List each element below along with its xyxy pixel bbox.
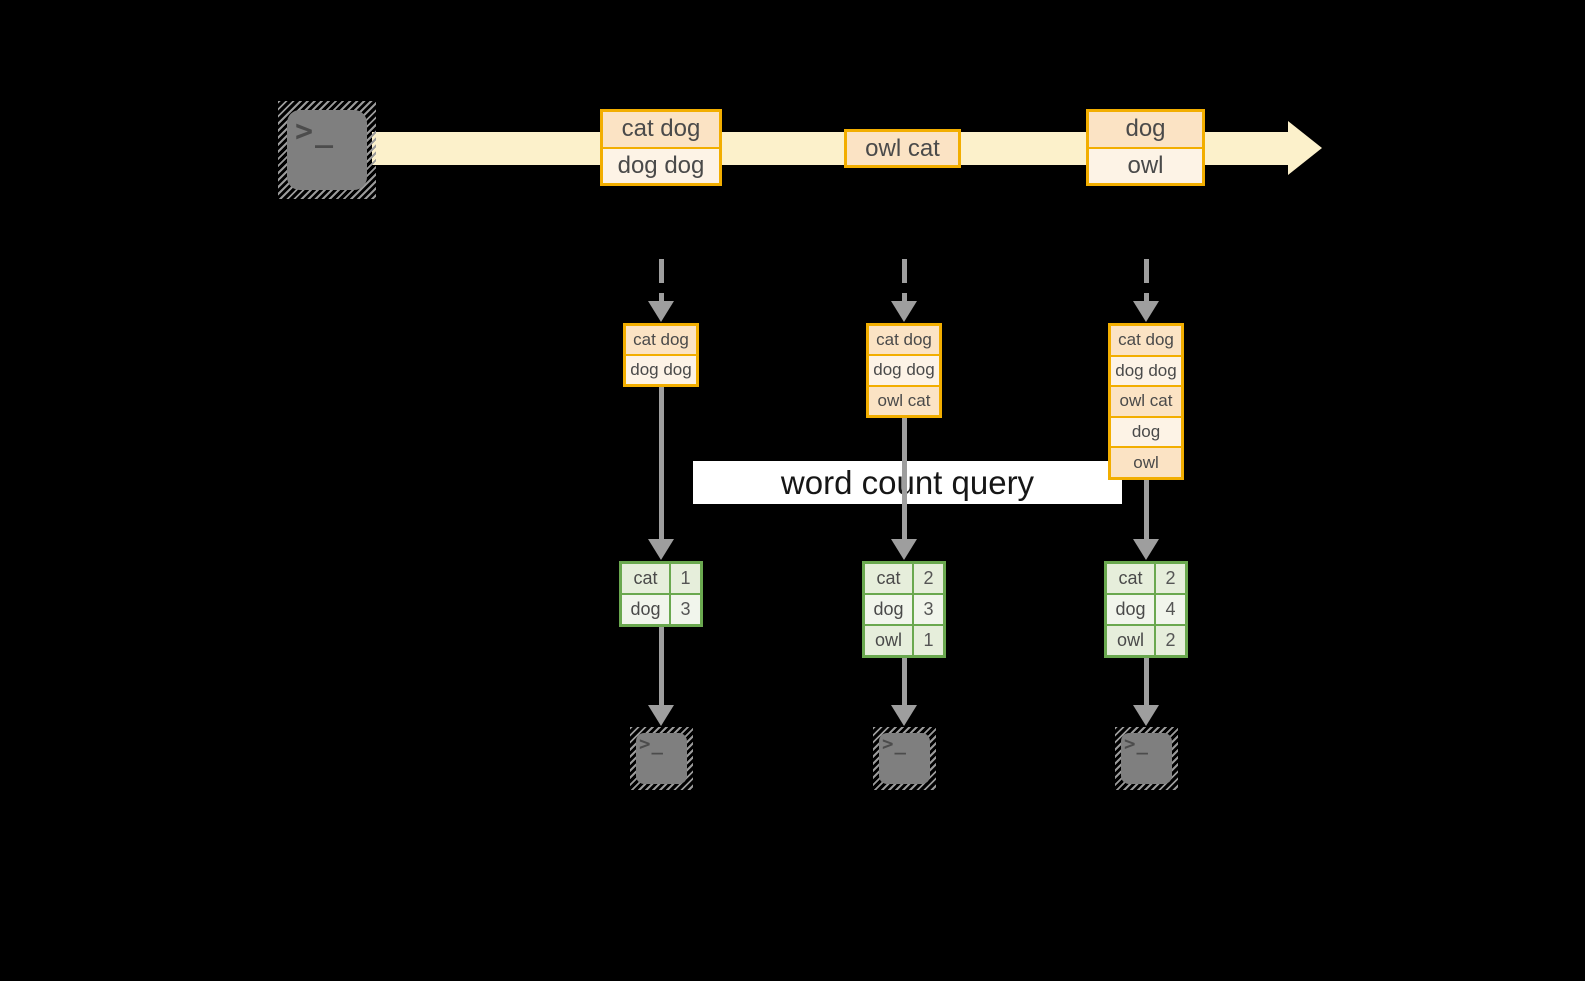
batch-line: cat dog [603,112,719,147]
solid-line [1143,480,1149,539]
terminal-prompt-glyph: >_ [639,733,664,755]
table-row: dog 3 [865,595,943,624]
arrowhead-icon [648,539,674,560]
count-value-cell: 1 [914,626,943,655]
count-word-cell: dog [865,595,912,624]
count-value-cell: 2 [1156,564,1185,593]
batch-line: dog dog [603,148,719,183]
sink-arrow-3-icon [1133,658,1159,726]
dashed-line [1143,259,1149,301]
table-row: cat 1 [622,564,700,593]
trigger-arrow-2-icon [891,259,917,322]
batch-line: dog [1089,112,1202,147]
count-value-cell: 3 [914,595,943,624]
query-label: word count query [780,463,1035,501]
table-row: owl 2 [1107,626,1185,655]
terminal-source-icon: >_ [278,101,376,199]
state-line: dog dog [626,356,696,384]
count-word-cell: owl [1107,626,1154,655]
state-line: owl cat [1111,387,1181,416]
state-line: owl [1111,448,1181,477]
query-arrow-1-icon [648,387,674,560]
batch-line: owl [1089,148,1202,183]
state-line: owl cat [869,386,939,415]
arrowhead-icon [1133,301,1159,322]
solid-line [1143,658,1149,705]
terminal-screen [286,109,368,191]
terminal-screen [635,732,688,785]
solid-line [901,658,907,705]
trigger-arrow-3-icon [1133,259,1159,322]
solid-line [658,627,664,705]
count-table-3: cat 2 dog 4 owl 2 [1104,561,1188,658]
stream-batch-1-box: cat dog dog dog [600,109,722,186]
terminal-prompt-glyph: >_ [1124,733,1149,755]
arrowhead-icon [891,705,917,726]
count-word-cell: cat [1107,564,1154,593]
arrowhead-icon [891,539,917,560]
accumulated-input-3-box: cat dog dog dog owl cat dog owl [1108,323,1184,480]
arrowhead-icon [891,301,917,322]
query-arrow-3-icon [1133,480,1159,560]
sink-arrow-1-icon [648,627,674,726]
dashed-line [658,259,664,301]
stream-batch-3-box: dog owl [1086,109,1205,186]
terminal-screen [878,732,931,785]
stream-batch-2-box: owl cat [844,129,961,168]
table-row: owl 1 [865,626,943,655]
terminal-sink-3-icon: >_ [1115,727,1178,790]
count-word-cell: dog [1107,595,1154,624]
terminal-sink-2-icon: >_ [873,727,936,790]
count-word-cell: cat [865,564,912,593]
solid-line [658,387,664,539]
terminal-prompt-glyph: >_ [295,114,336,149]
table-row: cat 2 [1107,564,1185,593]
count-word-cell: cat [622,564,669,593]
terminal-screen [1120,732,1173,785]
batch-line: owl cat [847,132,958,165]
state-line: cat dog [869,326,939,355]
solid-line [901,418,907,539]
count-value-cell: 2 [1156,626,1185,655]
arrowhead-icon [1133,539,1159,560]
count-word-cell: dog [622,595,669,624]
stream-timeline-arrowhead-icon [1288,121,1322,175]
state-line: cat dog [626,326,696,354]
count-value-cell: 2 [914,564,943,593]
sink-arrow-2-icon [891,658,917,726]
count-table-1: cat 1 dog 3 [619,561,703,627]
table-row: dog 4 [1107,595,1185,624]
state-line: cat dog [1111,326,1181,355]
trigger-arrow-1-icon [648,259,674,322]
accumulated-input-2-box: cat dog dog dog owl cat [866,323,942,418]
arrowhead-icon [1133,705,1159,726]
state-line: dog dog [1111,356,1181,386]
accumulated-input-1-box: cat dog dog dog [623,323,699,387]
count-word-cell: owl [865,626,912,655]
arrowhead-icon [648,301,674,322]
count-table-2: cat 2 dog 3 owl 1 [862,561,946,658]
state-line: dog [1111,417,1181,447]
state-line: dog dog [869,356,939,385]
table-row: cat 2 [865,564,943,593]
terminal-prompt-glyph: >_ [882,733,907,755]
terminal-sink-1-icon: >_ [630,727,693,790]
count-value-cell: 1 [671,564,700,593]
arrowhead-icon [648,705,674,726]
table-row: dog 3 [622,595,700,624]
count-value-cell: 4 [1156,595,1185,624]
query-arrow-2-icon [891,418,917,560]
dashed-line [901,259,907,301]
count-value-cell: 3 [671,595,700,624]
query-label-band: word count query [693,461,1122,504]
